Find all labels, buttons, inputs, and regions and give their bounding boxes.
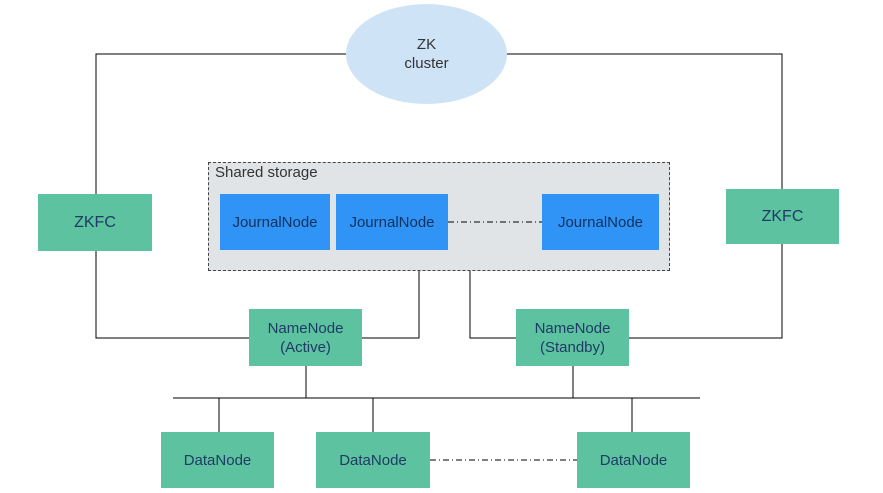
namenode-active: NameNode (Active)	[249, 309, 362, 366]
line-right-zkfc-to-standby-namenode	[629, 244, 783, 339]
journal-node-2: JournalNode	[336, 194, 448, 250]
journal-node-3: JournalNode	[542, 194, 659, 250]
namenode-standby: NameNode (Standby)	[516, 309, 629, 366]
line-zk-to-right-zkfc	[505, 53, 783, 189]
datanode-1: DataNode	[161, 432, 274, 488]
datanode-2: DataNode	[316, 432, 430, 488]
journal-node-1: JournalNode	[220, 194, 330, 250]
line-zk-to-left-zkfc	[95, 53, 349, 194]
shared-storage-label: Shared storage	[215, 164, 318, 181]
zk-cluster: ZK cluster	[346, 4, 507, 104]
line-storage-to-standby-namenode	[469, 271, 516, 339]
datanode-3: DataNode	[577, 432, 690, 488]
line-storage-to-active-namenode	[362, 271, 420, 339]
zkfc-left: ZKFC	[38, 194, 152, 251]
line-left-zkfc-to-active-namenode	[95, 251, 249, 339]
zkfc-right: ZKFC	[726, 189, 839, 244]
